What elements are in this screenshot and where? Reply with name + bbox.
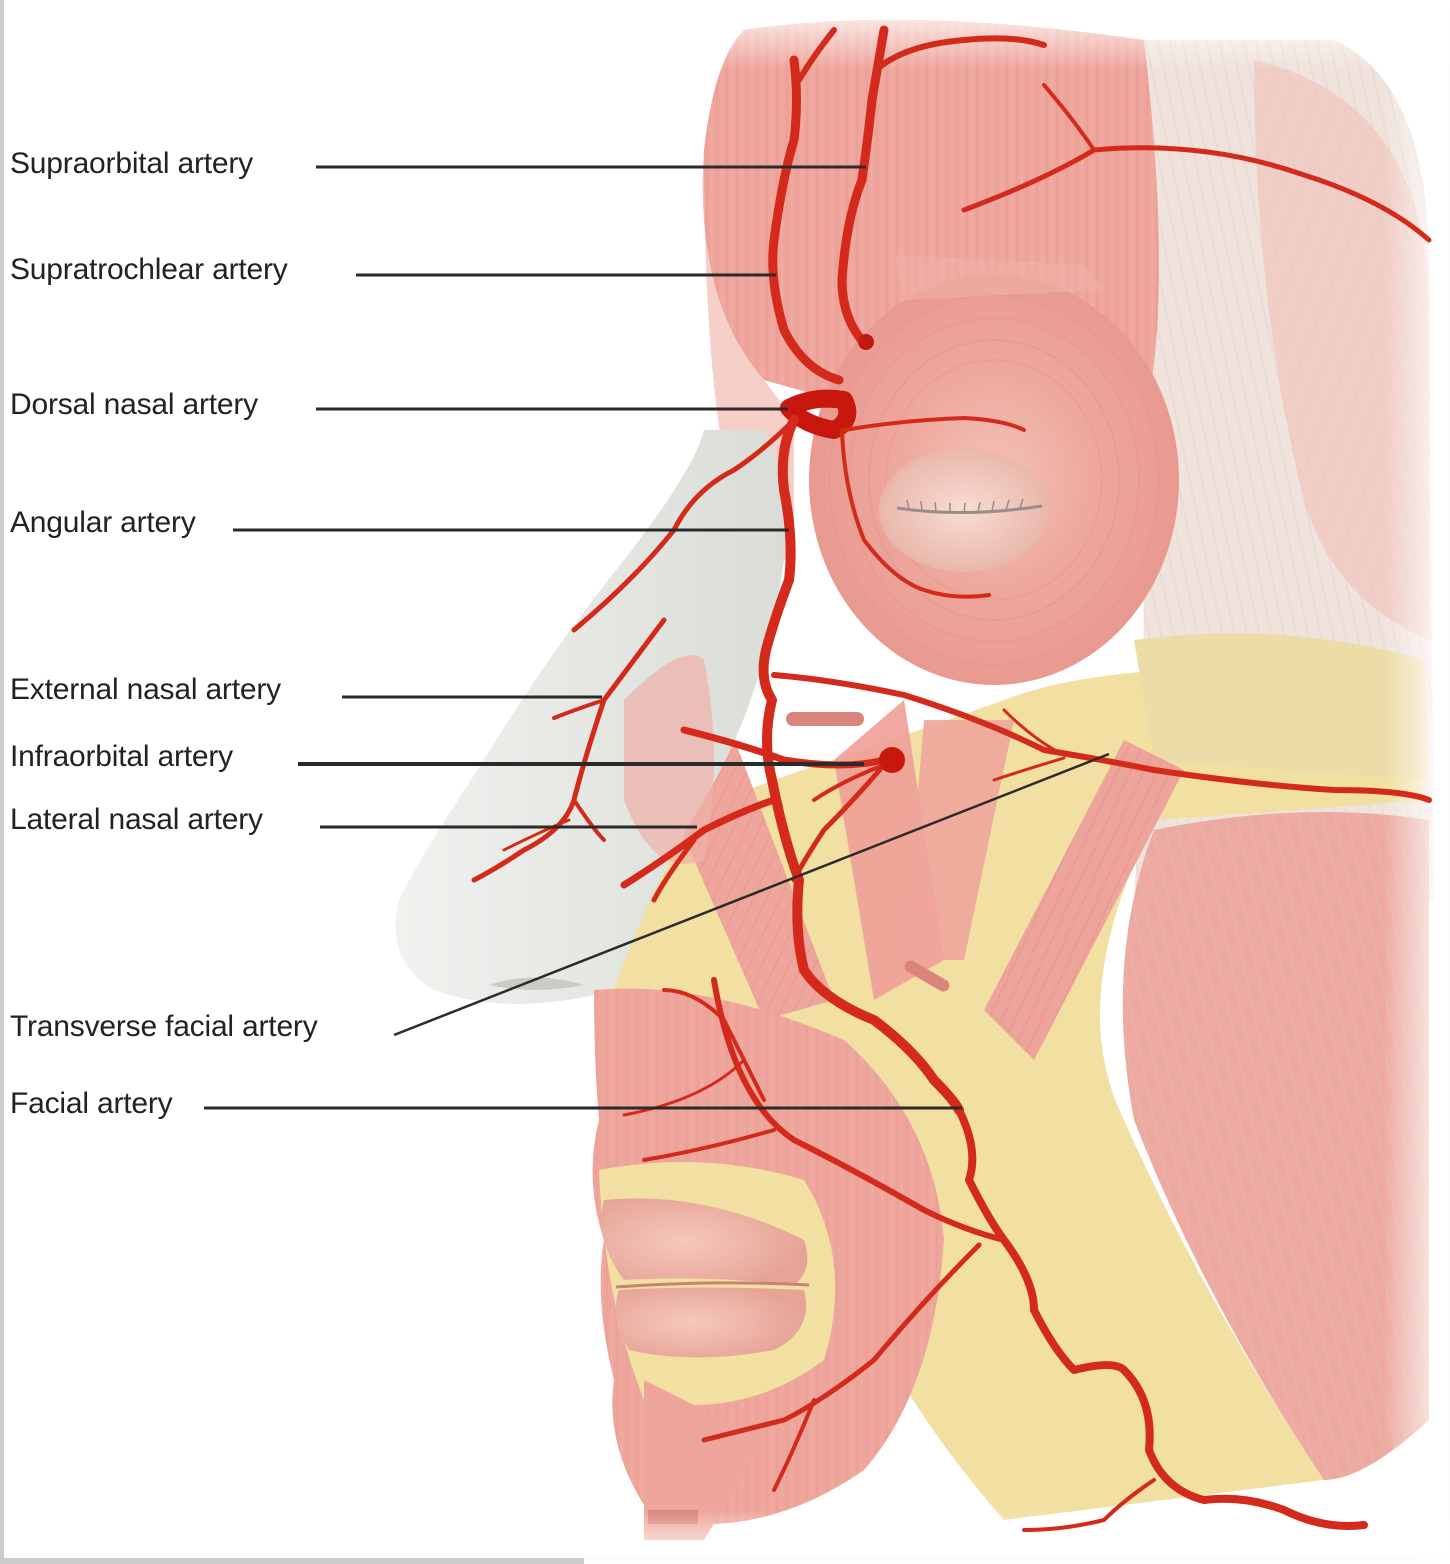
artery-facial <box>955 1106 1368 1530</box>
artery-external-nasal-branch <box>552 698 606 720</box>
artery-inferior-labial <box>701 1242 982 1443</box>
nostril <box>489 977 584 990</box>
artery-lateral-nasal <box>620 796 778 889</box>
artery-mental-branch <box>772 1398 816 1492</box>
muscle-cut-1 <box>786 712 864 726</box>
artery-frontal-branch <box>961 145 1432 243</box>
artery-transverse-facial-branch-2 <box>992 756 1066 782</box>
lower-lip <box>615 1287 806 1358</box>
label-lateral-nasal-artery: Lateral nasal artery <box>10 803 263 836</box>
artery-dorsal-nasal-knot <box>780 389 857 439</box>
artery-external-nasal-branch-2 <box>572 798 606 842</box>
artery-palpebral <box>842 416 1026 432</box>
artery-lateral-nasal-branch <box>651 837 697 903</box>
label-transverse-facial-artery: Transverse facial artery <box>10 1010 318 1043</box>
artery-labial-branch-3 <box>622 1058 746 1117</box>
artery-labial-branch <box>642 1128 776 1162</box>
artery-frontal-branch-2 <box>1042 83 1096 152</box>
upper-lip <box>601 1198 808 1285</box>
zygomaticus-major-fibers <box>984 740 1184 1060</box>
masseter-muscle-fibers <box>1122 812 1429 1480</box>
artery-superior-labial <box>711 977 1007 1243</box>
artery-angular <box>758 415 964 1115</box>
artery-supratrochlear-branch <box>796 27 837 83</box>
fade-bottom <box>584 1510 1450 1564</box>
artery-supratrochlear <box>768 55 844 385</box>
infraorbital-foramen <box>879 747 905 773</box>
eyelashes <box>906 498 1024 514</box>
artery-external-nasal <box>471 617 667 883</box>
corrugator-edge <box>894 255 1104 300</box>
label-supraorbital-artery: Supraorbital artery <box>10 147 253 180</box>
leader-transverse-facial <box>393 752 1110 1037</box>
leader-lines <box>204 165 1110 1110</box>
muscle-cut-2 <box>904 960 950 992</box>
label-infraorbital-artery: Infraorbital artery <box>10 740 233 773</box>
nasalis-muscle <box>624 655 714 864</box>
label-supratrochlear-artery: Supratrochlear artery <box>10 253 288 286</box>
nose <box>395 430 787 1004</box>
buccal-fat <box>604 668 1424 1520</box>
mouth-line <box>615 1281 810 1289</box>
face-artery-illustration <box>204 0 1450 1564</box>
malar-fat-band <box>1134 633 1429 780</box>
fade-top <box>604 0 1450 70</box>
artery-infraorbital-down <box>791 762 887 883</box>
artery-labial-branch-2 <box>662 988 766 1102</box>
label-facial-artery: Facial artery <box>10 1087 173 1120</box>
artery-supraorbital-branch <box>873 35 1047 73</box>
artery-external-nasal-branch-3 <box>502 818 571 852</box>
label-dorsal-nasal-artery: Dorsal nasal artery <box>10 388 258 421</box>
artery-supraorbital <box>837 25 889 350</box>
depressor-muscle <box>644 1380 764 1540</box>
supraorbital-foramen <box>858 334 874 350</box>
label-angular-artery: Angular artery <box>10 506 196 539</box>
artery-palpebral-lower <box>840 428 991 599</box>
artery-transverse-facial-branch <box>1002 708 1066 757</box>
arteries <box>471 25 1432 1532</box>
artery-dorsal-nasal-branch <box>571 417 797 633</box>
artery-submental <box>1022 1478 1156 1532</box>
label-external-nasal-artery: External nasal artery <box>10 673 281 706</box>
fade-right <box>1384 0 1450 1564</box>
artery-infraorbital-branch <box>812 763 886 802</box>
eyelash-line <box>896 504 1043 515</box>
levator-anguli-muscle <box>904 720 1014 960</box>
